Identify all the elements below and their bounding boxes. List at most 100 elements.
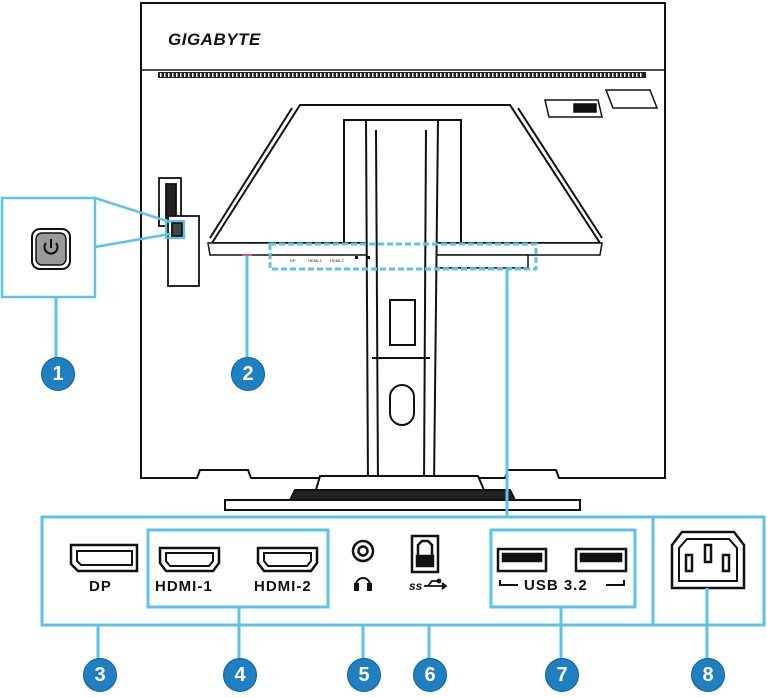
- vent-slot: [268, 73, 270, 77]
- vent-slot: [640, 73, 642, 77]
- vent-slot: [428, 73, 430, 77]
- vent-slot: [452, 73, 454, 77]
- vent-slot: [168, 73, 170, 77]
- vent-slot: [424, 73, 426, 77]
- vent-slot: [352, 73, 354, 77]
- usb-a-icon: [496, 547, 548, 573]
- vent-slot: [376, 73, 378, 77]
- vent-slot: [224, 73, 226, 77]
- vent-slot: [296, 73, 298, 77]
- vent-slot: [468, 73, 470, 77]
- headphone-jack-icon: [351, 539, 375, 563]
- vent-slot: [460, 73, 462, 77]
- vent-slot: [320, 73, 322, 77]
- stand-neck: [364, 119, 440, 486]
- vent-slot: [304, 73, 306, 77]
- vent-slot: [264, 73, 266, 77]
- vent-slot: [464, 73, 466, 77]
- headphone-icon: [354, 577, 372, 591]
- usb-label: USB 3.2: [524, 577, 588, 594]
- vent-slot: [564, 73, 566, 77]
- vent-slot: [500, 73, 502, 77]
- vent-slot: [292, 73, 294, 77]
- vent-slot: [252, 73, 254, 77]
- vent-slot: [448, 73, 450, 77]
- vent-slot: [300, 73, 302, 77]
- vent-slot: [200, 73, 202, 77]
- vent-slot: [620, 73, 622, 77]
- monitor-port-dots: [355, 256, 370, 259]
- dp-label: DP: [89, 578, 112, 595]
- vent-slot: [380, 73, 382, 77]
- vent-slot: [408, 73, 410, 77]
- vent-slot: [524, 73, 526, 77]
- callout-badge-6: 6: [413, 658, 447, 692]
- vent-slot: [272, 73, 274, 77]
- callout-badge-1: 1: [41, 357, 75, 391]
- port-panel: [40, 515, 766, 627]
- superspeed-usb-icon: ss: [409, 578, 448, 593]
- vent-slot: [604, 73, 606, 77]
- vent-slot: [372, 73, 374, 77]
- tiny-label-hdmi2: HDMI-2: [330, 258, 344, 263]
- vent-slot: [204, 73, 206, 77]
- vent-slot: [512, 73, 514, 77]
- vent-slot: [504, 73, 506, 77]
- vent-slot: [312, 73, 314, 77]
- vent-slot: [496, 73, 498, 77]
- vent-slot: [552, 73, 554, 77]
- vent-grille: [158, 72, 646, 78]
- callout-badge-7: 7: [545, 658, 579, 692]
- vent-slot: [420, 73, 422, 77]
- vent-slot: [432, 73, 434, 77]
- power-icon: [31, 228, 71, 270]
- vent-slot: [480, 73, 482, 77]
- vent-slot: [288, 73, 290, 77]
- vent-slot: [588, 73, 590, 77]
- vent-slot: [236, 73, 238, 77]
- vent-slot: [228, 73, 230, 77]
- vent-slot: [508, 73, 510, 77]
- vent-slot: [280, 73, 282, 77]
- bottom-leader-lines: [96, 588, 709, 662]
- vent-slot: [412, 73, 414, 77]
- vent-slot: [416, 73, 418, 77]
- vent-slot: [544, 73, 546, 77]
- vent-slot: [244, 73, 246, 77]
- svg-text:ss: ss: [409, 579, 423, 593]
- vent-slot: [360, 73, 362, 77]
- vent-slot: [596, 73, 598, 77]
- vent-slot: [276, 73, 278, 77]
- hdmi-2-label: HDMI-2: [254, 578, 312, 595]
- vent-slot: [284, 73, 286, 77]
- vent-slot: [592, 73, 594, 77]
- usb-bracket: [499, 580, 625, 586]
- vent-slot: [456, 73, 458, 77]
- vent-slot: [540, 73, 542, 77]
- vent-slot: [160, 73, 162, 77]
- usb-b-icon: [410, 534, 440, 574]
- vent-slot: [220, 73, 222, 77]
- vent-slot: [172, 73, 174, 77]
- vent-slot: [516, 73, 518, 77]
- vent-slot: [616, 73, 618, 77]
- vent-slot: [388, 73, 390, 77]
- vent-slot: [600, 73, 602, 77]
- vent-slot: [532, 73, 534, 77]
- vent-slot: [476, 73, 478, 77]
- vent-slot: [580, 73, 582, 77]
- vent-slot: [212, 73, 214, 77]
- callout-badge-2: 2: [231, 357, 265, 391]
- vent-slot: [324, 73, 326, 77]
- label-stickers: [544, 89, 659, 118]
- vent-slot: [328, 73, 330, 77]
- hdmi-icon: [158, 546, 221, 573]
- vent-slot: [308, 73, 310, 77]
- vent-slot: [520, 73, 522, 77]
- hdmi-1-label: HDMI-1: [155, 578, 213, 595]
- callout-badge-8: 8: [691, 658, 725, 692]
- vent-slot: [628, 73, 630, 77]
- vent-slot: [348, 73, 350, 77]
- vent-slot: [336, 73, 338, 77]
- vent-slot: [404, 73, 406, 77]
